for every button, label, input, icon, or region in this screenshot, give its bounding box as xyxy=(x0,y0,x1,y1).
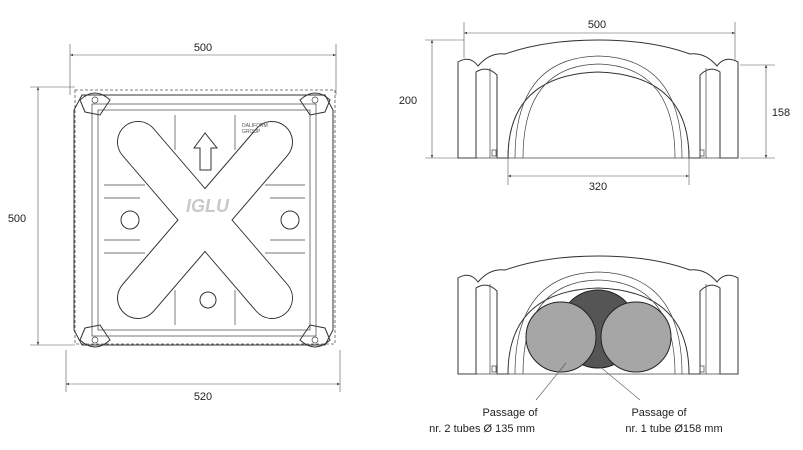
plan-dim-top: 500 xyxy=(69,42,337,95)
passage-left-label-line-2: nr. 2 tubes Ø 135 mm xyxy=(429,423,535,435)
plan-dim-left-label: 500 xyxy=(8,213,26,225)
plan-body xyxy=(73,94,334,346)
plan-hole-bottom xyxy=(199,291,217,309)
side-dim-arch-label: 320 xyxy=(589,181,607,193)
side-dim-arch: 320 xyxy=(507,150,690,193)
tube-135mm-right xyxy=(600,301,672,373)
brand-line-1: DALIFORM xyxy=(242,123,268,129)
plan-view: 500 500 520 xyxy=(8,42,341,403)
plan-dim-top-label: 500 xyxy=(194,42,212,54)
passage-right-label-line-1: Passage of xyxy=(631,407,687,419)
plan-dim-bottom-label: 520 xyxy=(194,391,212,403)
plan-x-arms xyxy=(117,121,293,319)
plan-dim-bottom: 520 xyxy=(65,350,341,403)
passage-view: Passage of nr. 2 tubes Ø 135 mm Passage … xyxy=(429,255,739,435)
plan-hole-left xyxy=(120,210,140,230)
plan-inner-frame xyxy=(91,103,317,337)
side-dim-height-right: 158 xyxy=(740,64,790,159)
side-dim-height-left-label: 200 xyxy=(399,95,417,107)
plan-dim-left: 500 xyxy=(8,86,75,346)
passage-right-label-line-2: nr. 1 tube Ø158 mm xyxy=(625,423,722,435)
plan-hole-right xyxy=(280,210,300,230)
side-dim-height-left: 200 xyxy=(399,39,464,159)
leader-right xyxy=(597,364,641,401)
brand-line-2: GROUP xyxy=(242,129,261,135)
side-body xyxy=(457,39,739,159)
plan-ribs xyxy=(104,115,305,325)
plan-corner-feet xyxy=(79,92,331,348)
plan-outline xyxy=(74,89,336,345)
side-dim-top-label: 500 xyxy=(588,19,606,31)
plan-inner-frame-2 xyxy=(97,109,311,331)
side-dim-height-right-label: 158 xyxy=(772,107,790,119)
side-view: 500 200 158 320 xyxy=(399,19,790,193)
passage-left-label-line-1: Passage of xyxy=(482,407,538,419)
leader-left xyxy=(535,362,567,401)
iglu-logo: IGLU xyxy=(186,196,230,216)
tube-135mm-left xyxy=(525,301,597,373)
plan-direction-arrow xyxy=(193,132,219,171)
